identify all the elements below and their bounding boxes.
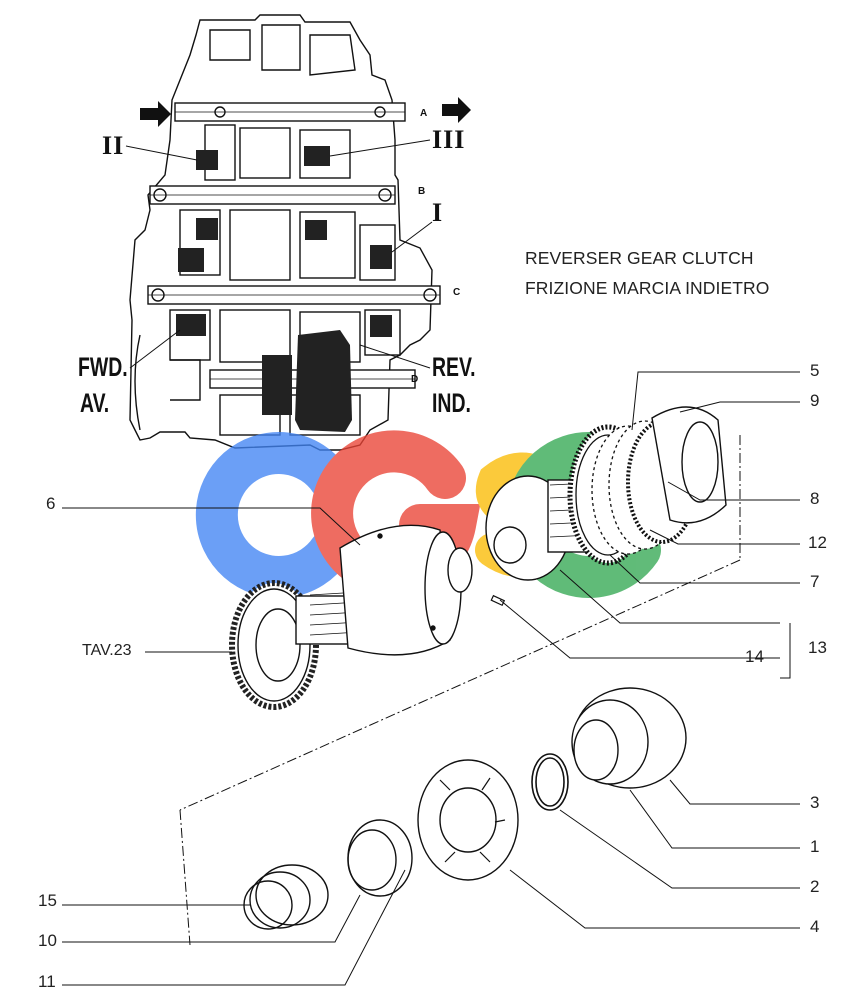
clutch-discs-7-8-12	[567, 420, 698, 566]
callout-10: 10	[38, 931, 57, 950]
callout-14: 14	[745, 647, 764, 666]
callout-8: 8	[810, 489, 820, 508]
callout-2: 2	[810, 877, 820, 896]
ring-11	[347, 819, 413, 897]
title-italian: FRIZIONE MARCIA INDIETRO	[525, 278, 770, 298]
label-avanti: AV.	[80, 388, 110, 418]
assembly-axis-lines	[179, 435, 741, 946]
shaft-label-d: D	[411, 374, 419, 385]
end-cup-9	[651, 406, 727, 524]
callout-4: 4	[810, 917, 820, 936]
section-leaders	[125, 139, 433, 369]
input-arrow-icon	[140, 101, 171, 127]
clutch-drum-6	[339, 524, 473, 656]
callout-6: 6	[46, 494, 56, 513]
label-indietro: IND.	[432, 388, 471, 418]
label-reverse: REV.	[432, 352, 476, 382]
flow-arrows	[140, 97, 471, 127]
spring-retainer-4	[417, 759, 519, 881]
callout-12: 12	[808, 533, 827, 552]
label-section-ii: II	[102, 131, 125, 160]
springs-15	[243, 864, 329, 930]
label-section-i: I	[432, 198, 444, 227]
callout-13: 13	[808, 638, 827, 657]
shaft-label-c: C	[453, 287, 461, 298]
callout-9: 9	[810, 391, 820, 410]
output-arrow-icon	[442, 97, 471, 123]
callout-5: 5	[810, 361, 820, 380]
shaft-label-a: A	[420, 108, 428, 119]
callout-1: 1	[810, 837, 820, 856]
title-english: REVERSER GEAR CLUTCH	[525, 248, 754, 268]
reference-tav23: TAV.23	[82, 642, 132, 659]
pin-14	[490, 594, 506, 607]
gearbox-cross-section	[129, 14, 441, 451]
callout-3: 3	[810, 793, 820, 812]
snap-ring-2	[531, 753, 569, 811]
callout-11: 11	[38, 972, 56, 991]
label-forward: FWD.	[78, 352, 128, 382]
callout-15: 15	[38, 891, 57, 910]
callout-7: 7	[810, 572, 820, 591]
piston-3	[571, 687, 687, 789]
callout-leaders	[62, 371, 800, 986]
shaft-label-b: B	[418, 186, 426, 197]
label-section-iii: III	[432, 125, 466, 154]
